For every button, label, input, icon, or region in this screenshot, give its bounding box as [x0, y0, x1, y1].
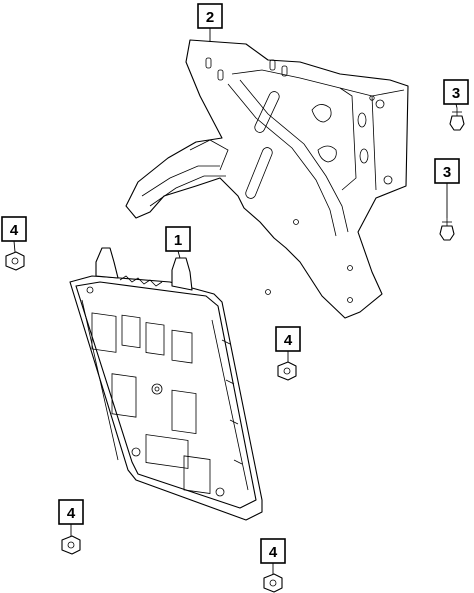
callout-3-top-label: 3	[452, 85, 460, 102]
callout-2-label: 2	[206, 9, 214, 26]
callout-4-middle: 4	[275, 326, 301, 352]
callout-1-label: 1	[174, 232, 182, 249]
bolt-3a	[449, 108, 465, 131]
callout-3-bottom: 3	[434, 158, 460, 184]
callout-4-middle-label: 4	[284, 332, 293, 349]
callout-4-bottom: 4	[260, 538, 286, 564]
callout-1: 1	[165, 226, 191, 252]
callout-4-left-label: 4	[10, 222, 19, 239]
electronic-module	[69, 247, 263, 521]
callout-2: 2	[197, 3, 223, 29]
callout-4-left: 4	[1, 216, 27, 242]
mounting-bracket	[125, 39, 409, 319]
callout-3-bottom-label: 3	[443, 164, 451, 181]
nut-4b	[277, 361, 297, 381]
callout-4-bottom-left: 4	[58, 499, 84, 525]
nut-4d	[263, 573, 283, 593]
bolt-3b	[439, 218, 455, 241]
leader-lines	[13, 28, 458, 574]
callout-4-bottom-label: 4	[269, 544, 278, 561]
nut-4c	[61, 535, 81, 555]
callout-3-top: 3	[443, 79, 469, 105]
nut-4a	[5, 251, 25, 271]
callout-4-bottom-left-label: 4	[67, 505, 76, 522]
